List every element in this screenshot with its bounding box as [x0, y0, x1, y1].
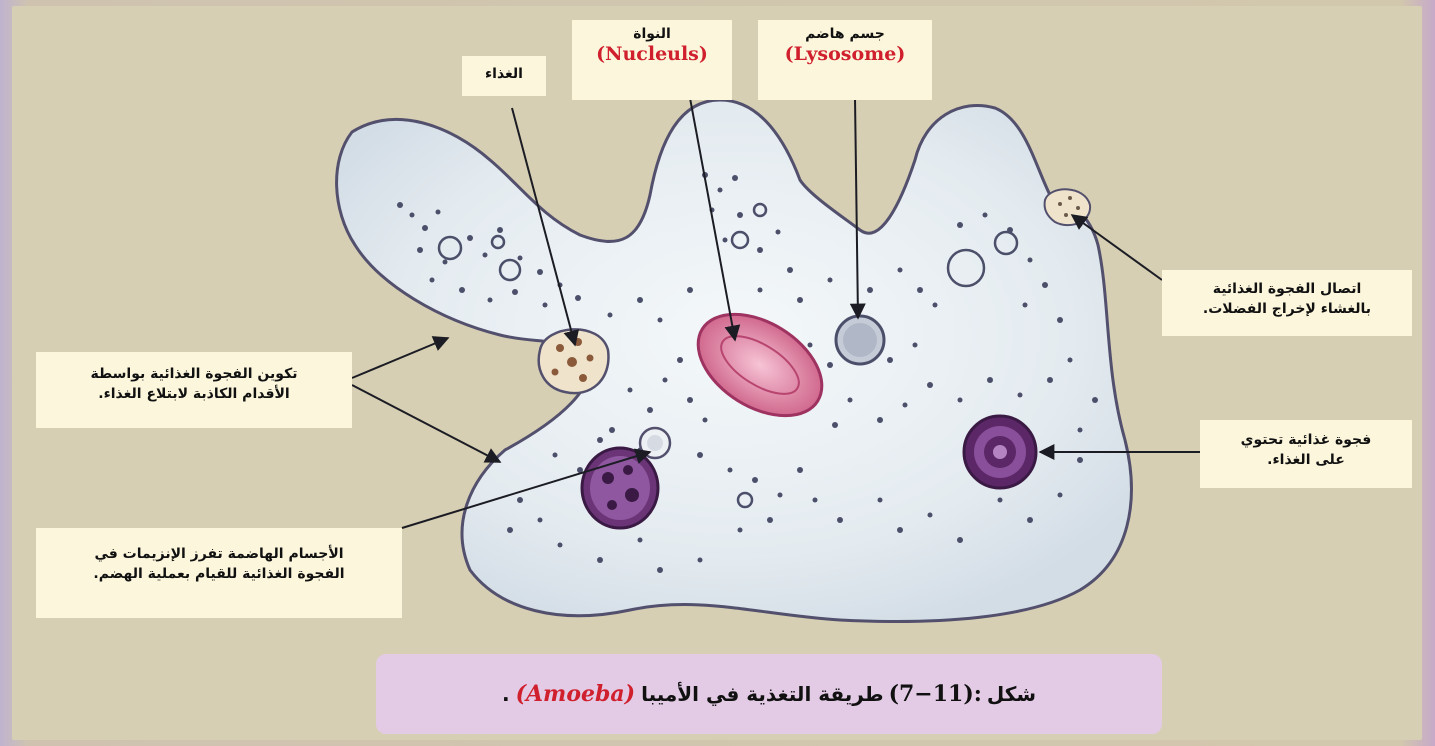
- food-vacuole-right: [964, 416, 1036, 488]
- caption-text: طريقة التغذية في الأميبا: [641, 682, 884, 706]
- label-vacuole-formation: تكوين الفجوة الغذائية بواسطة الأقدام الك…: [36, 352, 352, 428]
- label-nucleus-arabic: النواة: [580, 24, 724, 44]
- caption-figure-id: (7−11):: [889, 681, 982, 707]
- formation-leader-line-upper: [352, 338, 448, 378]
- label-lysosome-arabic: جسم هاضم: [766, 24, 924, 44]
- label-enzymes-line2: الفجوة الغذائية للقيام بعملية الهضم.: [44, 564, 394, 584]
- label-excretion-line1: اتصال الفجوة الغذائية: [1170, 279, 1404, 299]
- label-digestive-enzymes: الأجسام الهاضمة تفرز الإنزيمات في الفجوة…: [36, 528, 402, 618]
- formation-leader-line-lower: [352, 385, 500, 462]
- label-food-vacuole: فجوة غذائية تحتوي على الغذاء.: [1200, 420, 1412, 488]
- label-nucleus-latin: (Nucleuls): [580, 44, 724, 65]
- caption-suffix: .: [502, 682, 510, 706]
- label-nucleus: النواة (Nucleuls): [572, 20, 732, 100]
- caption-prefix: شكل: [987, 682, 1036, 706]
- label-food-text: الغذاء: [470, 64, 538, 84]
- caption-species: (Amoeba): [516, 681, 635, 707]
- label-formation-line1: تكوين الفجوة الغذائية بواسطة: [44, 364, 344, 384]
- label-excretion-line2: بالغشاء لإخراج الفضلات.: [1170, 299, 1404, 319]
- label-lysosome-latin: (Lysosome): [766, 44, 924, 65]
- label-formation-line2: الأقدام الكاذبة لابتلاع الغذاء.: [44, 384, 344, 404]
- label-enzymes-line1: الأجسام الهاضمة تفرز الإنزيمات في: [44, 544, 394, 564]
- label-lysosome: جسم هاضم (Lysosome): [758, 20, 932, 100]
- figure-caption: شكل (7−11): طريقة التغذية في الأميبا (Am…: [376, 654, 1162, 734]
- label-vacuole-line2: على الغذاء.: [1208, 450, 1404, 470]
- excretion-vacuole: [1045, 189, 1091, 225]
- label-excretion: اتصال الفجوة الغذائية بالغشاء لإخراج الف…: [1162, 270, 1412, 336]
- lysosome: [836, 316, 884, 364]
- label-vacuole-line1: فجوة غذائية تحتوي: [1208, 430, 1404, 450]
- label-food: الغذاء: [462, 56, 546, 96]
